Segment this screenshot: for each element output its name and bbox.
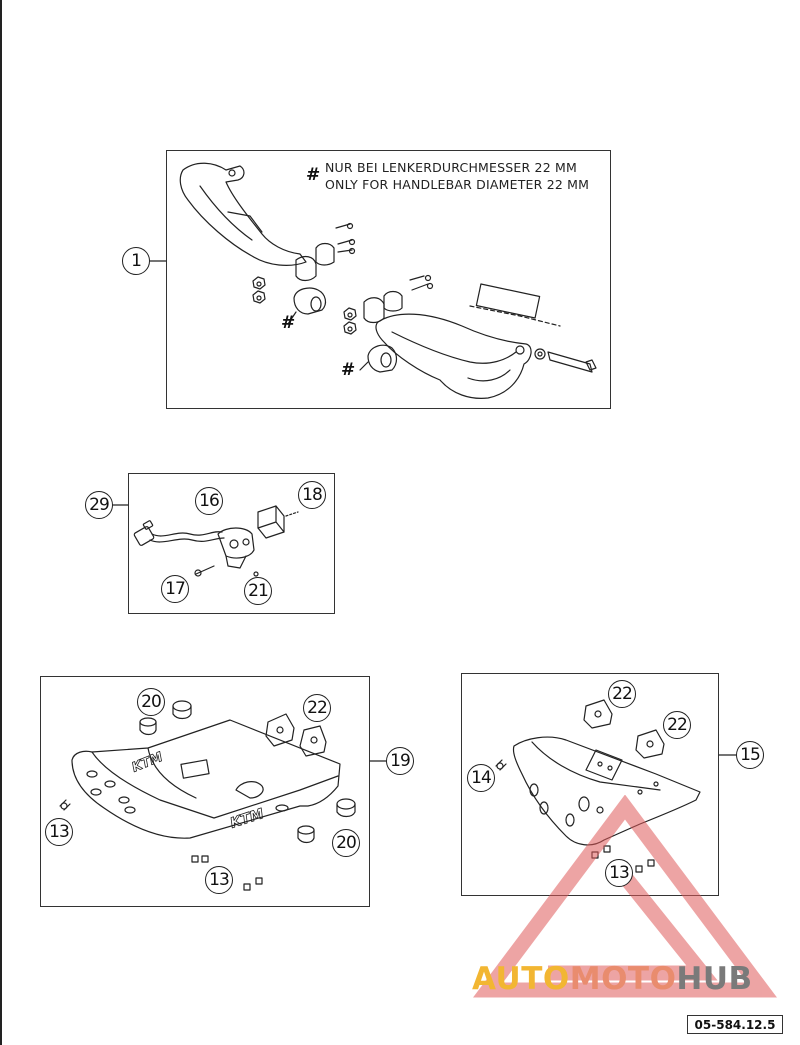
handguard-left [179,162,307,266]
page-left-border [0,0,2,1045]
handguard-kit-panel [166,150,611,409]
brand-part-auto: AUTO [472,961,570,997]
handguard-left-clamp [252,222,356,325]
svg-text:KTM: KTM [228,806,266,832]
brand-part-hub: HUB [676,961,753,997]
automotohub-brand-text: AUTOMOTOHUB [472,961,753,997]
note-line-german: NUR BEI LENKERDURCHMESSER 22 MM [325,160,578,175]
skid-plate-a: KTM KTM [59,700,356,891]
note-hash-symbol: # [306,165,321,185]
skid-plate-a-panel [40,676,370,907]
wiring-harness-connector [133,520,225,546]
document-number: 05-584.12.5 [687,1015,783,1034]
hash-mark-left-clamp: # [281,313,296,333]
hash-mark-right-clamp: # [341,360,356,380]
handguard-right [343,274,597,399]
wiring-kit-panel [128,473,335,614]
wiring-bracket [194,505,299,577]
automotohub-watermark-logo [473,795,777,998]
brand-part-moto: MOTO [569,961,677,997]
note-line-english: ONLY FOR HANDLEBAR DIAMETER 22 MM [325,177,590,192]
skid-plate-b-panel [461,673,719,896]
